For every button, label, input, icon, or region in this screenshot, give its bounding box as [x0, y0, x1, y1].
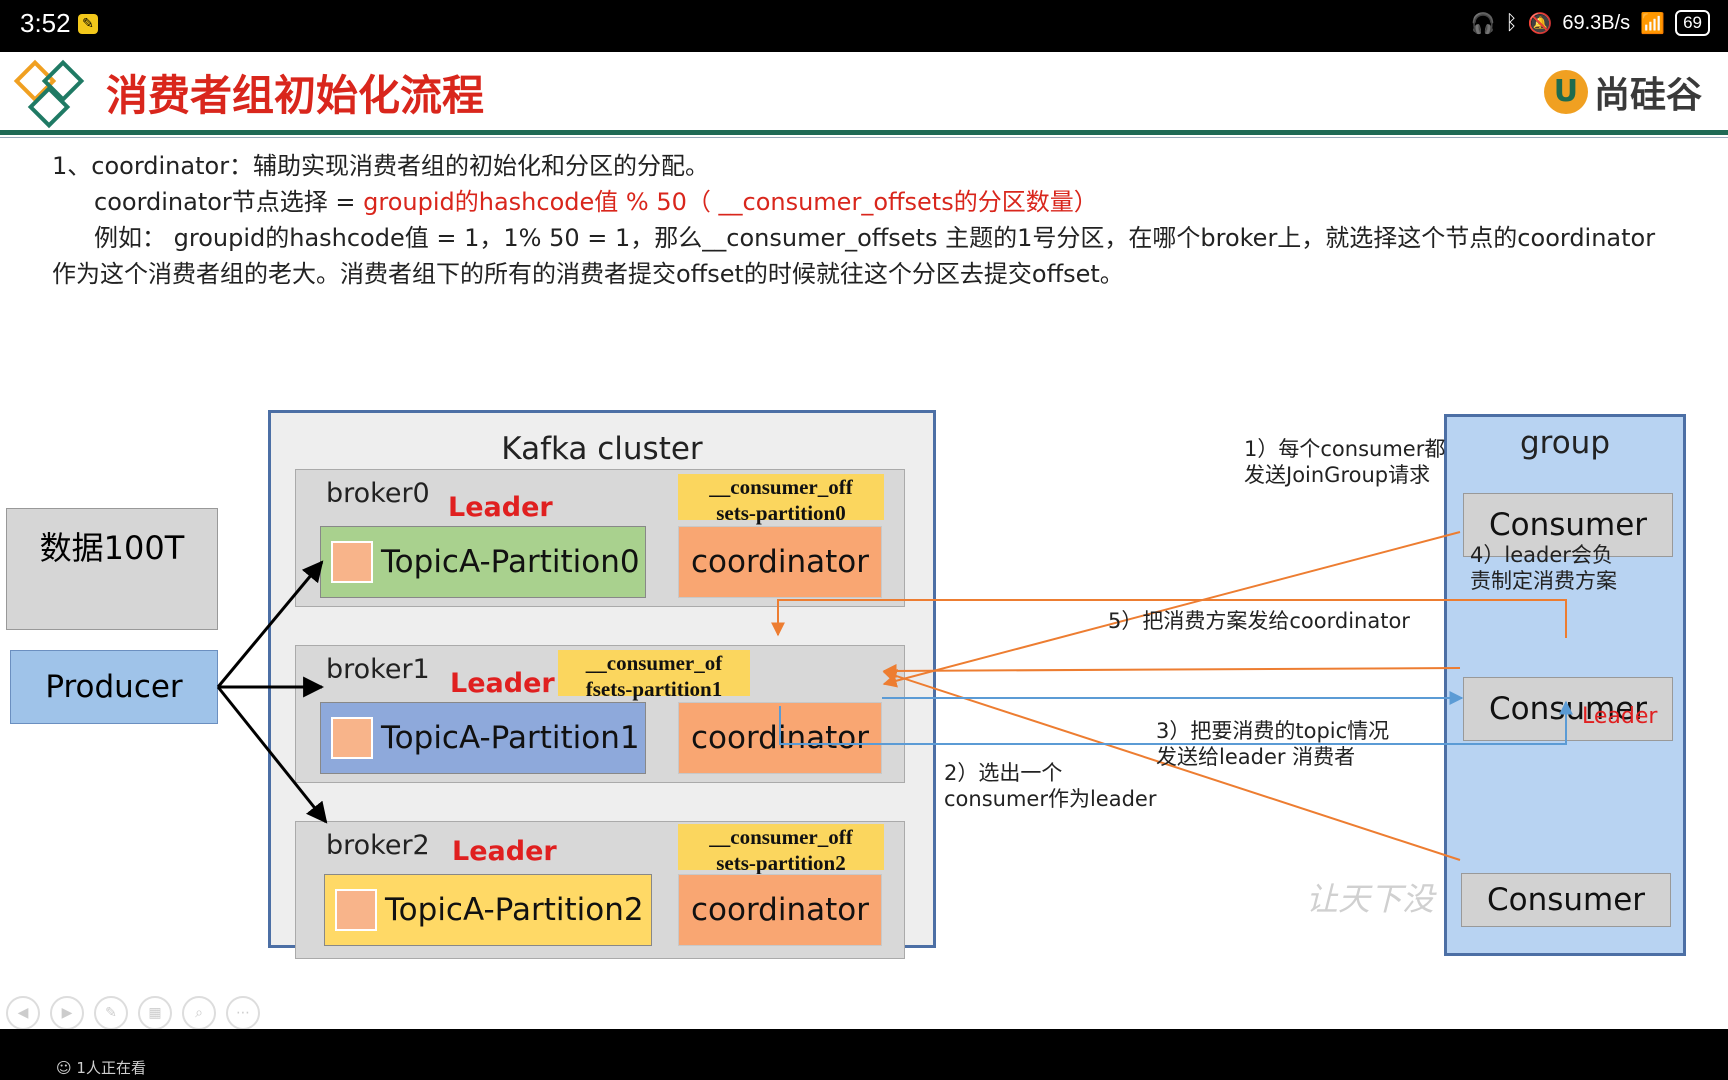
network-speed: 69.3B/s — [1562, 11, 1631, 34]
status-bar: 3:52 ✎ 🎧 ᛒ 🔕 69.3B/s 📶 69 — [0, 0, 1728, 52]
player-bottom-bar: ☺ 1人正在看 — [0, 1029, 1728, 1080]
bluetooth-icon: ᛒ — [1505, 11, 1518, 34]
slide-toolbar: ◀ ▶ ✎ ▦ ⌕ ⋯ — [6, 996, 260, 1029]
step-3-line-1: 3）把要消费的topic情况 — [1156, 719, 1390, 743]
broker-1-partition: TopicA-Partition1 — [320, 702, 646, 774]
brand-name: 尚硅谷 — [1593, 75, 1702, 116]
broker-2-offsets-l2: sets-partition2 — [716, 851, 846, 875]
broker-1-leader: Leader — [450, 668, 555, 699]
step-3-line-2: 发送给leader 消费者 — [1156, 745, 1356, 769]
note-app-icon: ✎ — [78, 14, 98, 34]
broker-0-offsets: __consumer_off sets-partition0 — [678, 474, 884, 525]
step-1-line-2: 发送JoinGroup请求 — [1244, 463, 1431, 487]
broker-0-label: broker0 — [326, 478, 430, 509]
slide-title: 消费者组初始化流程 — [106, 71, 485, 120]
broker-1-offsets-l1: __consumer_of — [585, 651, 723, 675]
zoom-icon[interactable]: ⌕ — [182, 996, 216, 1029]
step-4-line-2: 责制定消费方案 — [1470, 569, 1617, 593]
step-1-line-1: 1）每个consumer都 — [1244, 437, 1446, 461]
presentation-slide: 消费者组初始化流程 U 尚硅谷 1、coordinator：辅助实现消费者组的初… — [0, 52, 1728, 1029]
step-4-line-1: 4）leader会负 — [1470, 543, 1613, 567]
consumer-1: Consumer — [1463, 493, 1673, 557]
mute-icon: 🔕 — [1527, 12, 1553, 35]
broker-0-partition: TopicA-Partition0 — [320, 526, 646, 598]
watermark-text: 让天下没 — [1306, 880, 1435, 918]
partition-square-icon — [331, 541, 373, 583]
broker-0-coordinator: coordinator — [678, 526, 882, 598]
broker-0-offsets-l1: __consumer_off — [709, 475, 853, 499]
broker-2-label: broker2 — [326, 830, 430, 861]
text-line-2-red: groupid的hashcode值 % 50（ __consumer_offse… — [363, 188, 1098, 216]
broker-2-leader: Leader — [452, 836, 557, 867]
text-line-2: coordinator节点选择 = groupid的hashcode值 % 50… — [94, 182, 1098, 217]
consumer-group: group Consumer Consumer Consumer — [1444, 414, 1686, 956]
kafka-cluster: Kafka cluster broker0 Leader __consumer_… — [268, 410, 936, 959]
diagram-arrows — [216, 531, 1573, 861]
headphones-icon: 🎧 — [1470, 12, 1496, 35]
group-title: group — [1519, 425, 1611, 461]
step-1-label: 1）每个consumer都 发送JoinGroup请求 — [1244, 436, 1445, 488]
next-icon[interactable]: ▶ — [50, 996, 84, 1029]
viewer-icon: ☺ — [56, 1059, 77, 1077]
cluster-title: Kafka cluster — [501, 431, 703, 467]
broker-0-leader: Leader — [448, 492, 553, 523]
broker-0-offsets-l2: sets-partition0 — [716, 501, 846, 525]
broker-0-partition-label: TopicA-Partition0 — [381, 544, 640, 580]
text-line-1: 1、coordinator：辅助实现消费者组的初始化和分区的分配。 — [52, 152, 710, 180]
viewer-count-text: 1人正在看 — [76, 1059, 146, 1077]
viewer-count: ☺ 1人正在看 — [56, 1057, 146, 1078]
prev-icon[interactable]: ◀ — [6, 996, 40, 1029]
title-rule — [0, 130, 1728, 135]
step-2-label: 2）选出一个 consumer作为leader — [944, 760, 1156, 812]
broker-2-coordinator: coordinator — [678, 874, 882, 946]
broker-2: broker2 Leader __consumer_off sets-parti… — [295, 821, 905, 959]
text-line-2-black: coordinator节点选择 = — [94, 188, 364, 216]
partition-square-icon — [331, 717, 373, 759]
status-time: 3:52 — [20, 8, 71, 38]
status-right-icons: 🎧 ᛒ 🔕 69.3B/s 📶 69 — [1471, 10, 1710, 36]
text-line-4: 作为这个消费者组的老大。消费者组下的所有的消费者提交offset的时候就往这个分… — [52, 260, 1124, 288]
broker-0: broker0 Leader __consumer_off sets-parti… — [295, 469, 905, 607]
pen-icon[interactable]: ✎ — [94, 996, 128, 1029]
partition-square-icon — [335, 889, 377, 931]
broker-1-label: broker1 — [326, 654, 430, 685]
title-rule-thin — [0, 137, 1728, 138]
more-icon[interactable]: ⋯ — [226, 996, 260, 1029]
step-2-line-2: consumer作为leader — [944, 787, 1157, 811]
step-4-label: 4）leader会负 责制定消费方案 — [1470, 542, 1617, 594]
broker-1-partition-label: TopicA-Partition1 — [381, 720, 640, 756]
step-2-line-1: 2）选出一个 — [944, 761, 1063, 785]
broker-1: broker1 Leader __consumer_of fsets-parti… — [295, 645, 905, 783]
grid-icon[interactable]: ▦ — [138, 996, 172, 1029]
broker-2-offsets-l1: __consumer_off — [709, 825, 853, 849]
broker-2-partition-label: TopicA-Partition2 — [385, 892, 644, 928]
producer-box: Producer — [10, 650, 218, 724]
consumer-2: Consumer — [1463, 677, 1673, 741]
diamond-logo-icon — [13, 59, 85, 129]
broker-1-offsets: __consumer_of fsets-partition1 — [558, 650, 750, 701]
consumer-3: Consumer — [1461, 873, 1671, 927]
broker-2-offsets: __consumer_off sets-partition2 — [678, 824, 884, 875]
brand-mark-icon: U — [1543, 70, 1588, 114]
consumer-leader-label: Leader — [1582, 704, 1658, 729]
battery-icon: 69 — [1675, 10, 1710, 36]
data-100t-box: 数据100T — [6, 508, 218, 630]
broker-2-partition: TopicA-Partition2 — [324, 874, 652, 946]
brand-logo: U 尚硅谷 — [1543, 66, 1702, 118]
wifi-icon: 📶 — [1640, 12, 1666, 35]
broker-1-offsets-l2: fsets-partition1 — [585, 677, 723, 701]
step-3-label: 3）把要消费的topic情况 发送给leader 消费者 — [1156, 718, 1389, 770]
text-line-3: 例如： groupid的hashcode值 = 1，1% 50 = 1，那么__… — [94, 224, 1656, 252]
step-5-label: 5）把消费方案发给coordinator — [1108, 609, 1410, 633]
